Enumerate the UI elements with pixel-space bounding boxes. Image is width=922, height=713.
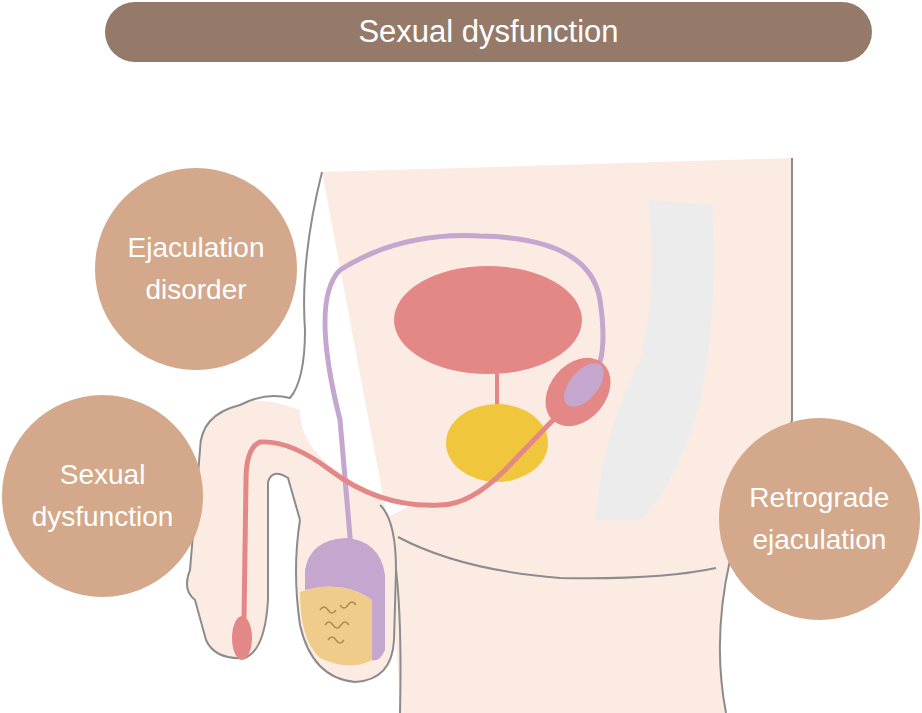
seminiferous-tubules	[320, 602, 356, 643]
circle-label: Ejaculation disorder	[113, 227, 278, 311]
scrotum-outline	[296, 505, 396, 682]
thigh-line	[398, 537, 716, 578]
leg-line	[396, 570, 401, 713]
topic-circle: Retrograde ejaculation	[719, 418, 920, 619]
circle-label: Retrograde ejaculation	[737, 477, 902, 561]
title-band: Sexual dysfunction	[105, 2, 872, 62]
topic-circle: Sexual dysfunction	[2, 395, 203, 596]
glans	[232, 616, 252, 660]
rectum	[596, 200, 714, 520]
title-text: Sexual dysfunction	[358, 14, 618, 50]
urethra	[244, 418, 555, 620]
circle-label: Sexual dysfunction	[20, 454, 185, 538]
ampulla	[557, 356, 612, 414]
testis	[300, 587, 372, 666]
topic-circle: Ejaculation disorder	[95, 168, 296, 369]
bladder	[394, 266, 582, 374]
